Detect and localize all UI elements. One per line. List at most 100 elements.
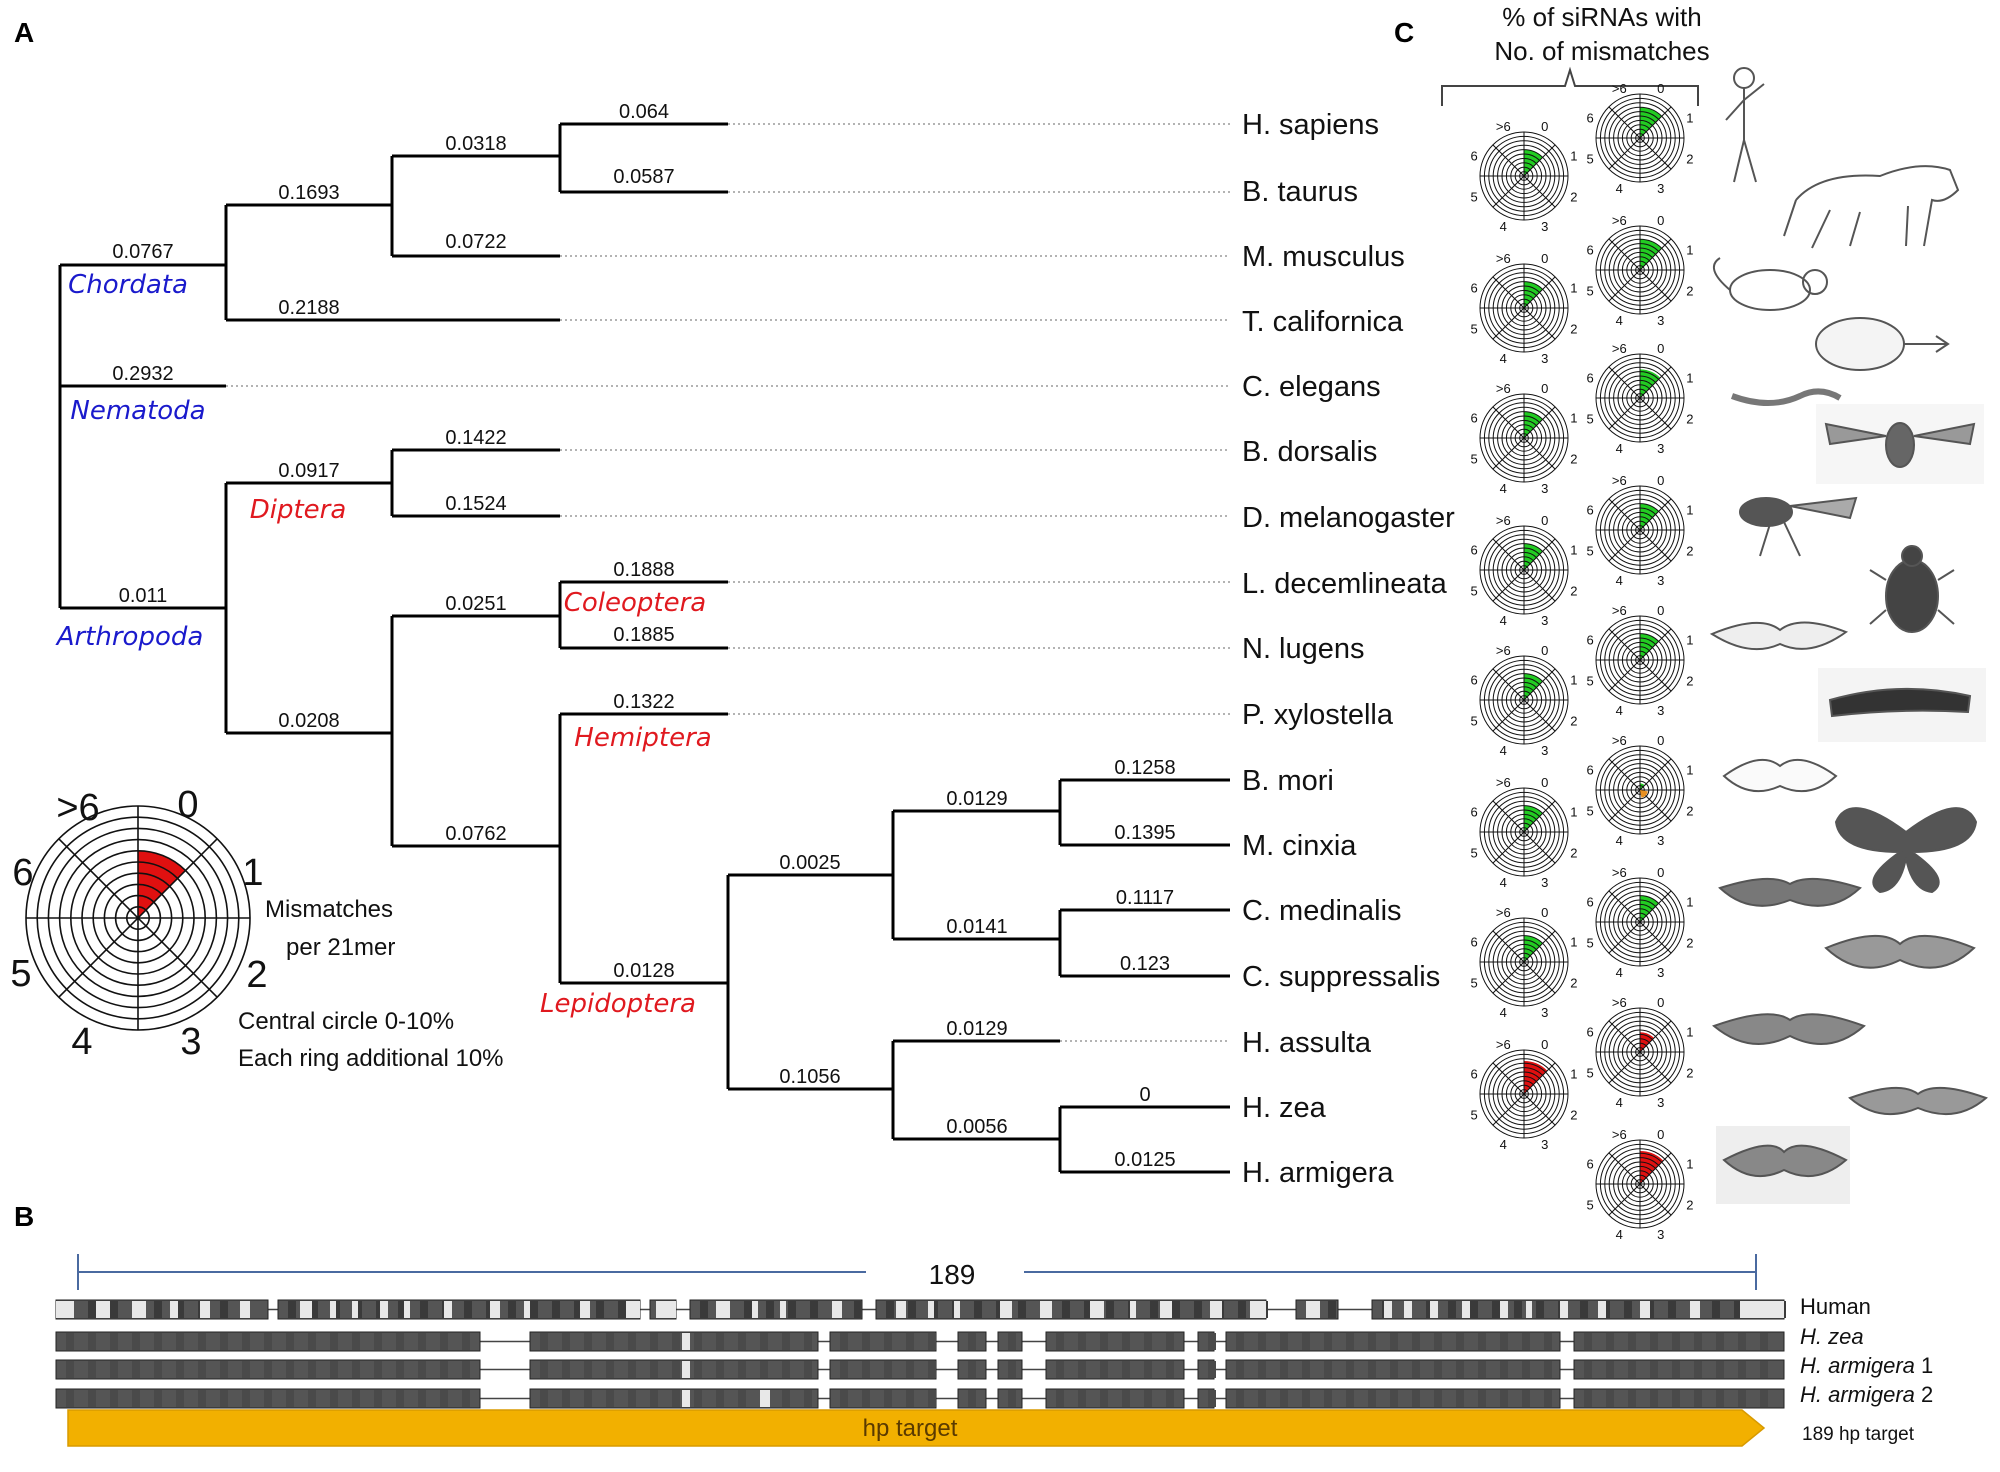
alignment-shade xyxy=(352,1333,360,1350)
alignment-mismatch xyxy=(832,1301,842,1318)
radar-right-8-label: >6 xyxy=(1612,1127,1627,1142)
alignment-shade xyxy=(1522,1333,1530,1350)
radar-left-4-radar xyxy=(1479,655,1569,745)
radar-left-6-label: >6 xyxy=(1496,905,1511,920)
sequence-alignment xyxy=(55,1299,1786,1409)
legend-label-0: 0 xyxy=(177,784,198,826)
alignment-shade xyxy=(396,1361,404,1378)
alignment-shade xyxy=(508,1301,516,1318)
alignment-mismatch xyxy=(656,1301,676,1318)
radar-right-3-wedge-0 xyxy=(1640,503,1659,530)
radar-left-3-label: 2 xyxy=(1570,584,1577,599)
alignment-shade xyxy=(840,1390,848,1407)
radar-right-7-label: 1 xyxy=(1686,1024,1693,1039)
radar-right-3-label: >6 xyxy=(1612,473,1627,488)
legend-wedge-0 xyxy=(138,850,186,918)
taxon-label: L. decemlineata xyxy=(1242,568,1448,600)
alignment-mismatch xyxy=(928,1301,934,1318)
alignment-mismatch xyxy=(1404,1301,1412,1318)
legend-radar xyxy=(25,805,251,1031)
alignment-mismatch xyxy=(682,1361,690,1378)
radar-right-4-label: 6 xyxy=(1586,632,1593,647)
radar-left-2-wedge-0 xyxy=(1524,411,1543,438)
alignment-shade xyxy=(1628,1390,1636,1407)
alignment-shade xyxy=(1236,1333,1244,1350)
legend-label-5: 5 xyxy=(10,953,31,995)
alignment-shade xyxy=(1672,1333,1680,1350)
alignment-shade xyxy=(650,1361,658,1378)
phylogenetic-tree xyxy=(58,122,1230,1174)
alignment-shade xyxy=(1078,1390,1086,1407)
alignment-shade xyxy=(716,1333,724,1350)
radar-left-1-label: 4 xyxy=(1500,351,1507,366)
alignment-shade xyxy=(1324,1333,1332,1350)
alignment-shade xyxy=(88,1390,96,1407)
radar-right-0-radar xyxy=(1595,93,1685,183)
radar-left-5-label: 0 xyxy=(1541,775,1548,790)
taxon-label: D. melanogaster xyxy=(1242,502,1455,534)
alignment-shade xyxy=(1018,1301,1026,1318)
radar-right-2-label: >6 xyxy=(1612,341,1627,356)
alignment-shade xyxy=(66,1361,74,1378)
radar-right-2-label: 2 xyxy=(1686,412,1693,427)
alignment-shade xyxy=(782,1333,790,1350)
alignment-shade xyxy=(1258,1361,1266,1378)
radar-right-7-radar xyxy=(1595,1007,1685,1097)
radar-left-2-spoke xyxy=(1492,406,1556,470)
alignment-shade xyxy=(1100,1361,1108,1378)
alignment-mismatch xyxy=(760,1390,770,1407)
alignment-shade xyxy=(1144,1333,1152,1350)
radar-right-0-label: 3 xyxy=(1657,181,1664,196)
legend-mismatch-title: Mismatches xyxy=(265,896,393,923)
alignment-shade xyxy=(352,1361,360,1378)
alignment-mismatch xyxy=(1040,1301,1052,1318)
alignment-shade xyxy=(110,1333,118,1350)
alignment-mismatch xyxy=(1500,1301,1508,1318)
radar-left-7-label: >6 xyxy=(1496,1037,1511,1052)
radar-right-3-label: 4 xyxy=(1616,573,1623,588)
alignment-mismatch xyxy=(490,1301,500,1318)
radar-right-1-wedge-0 xyxy=(1640,239,1662,270)
legend-radar-chart xyxy=(25,805,251,1031)
radar-right-6-label: >6 xyxy=(1612,865,1627,880)
alignment-shade xyxy=(908,1301,916,1318)
row-label-harmigera1: H. armigera 1 xyxy=(1800,1353,1933,1378)
taxon-label: B. mori xyxy=(1242,765,1334,797)
radar-left-0-label: 2 xyxy=(1570,190,1577,205)
alignment-mismatch xyxy=(682,1333,690,1350)
diamondback-moth-drawing xyxy=(1818,668,1986,742)
blen-hsapiens: 0.064 xyxy=(619,101,669,123)
radar-right-1-label: 2 xyxy=(1686,284,1693,299)
alignment-shade xyxy=(1106,1301,1114,1318)
taxon-label: C. medinalis xyxy=(1242,895,1402,927)
alignment-shade xyxy=(462,1390,470,1407)
alignment-mismatch xyxy=(132,1301,146,1318)
taxon-labels: H. sapiens B. taurus M. musculus T. cali… xyxy=(1242,109,1455,1189)
alignment-shade xyxy=(1008,1361,1016,1378)
radar-left-0-label: 5 xyxy=(1470,190,1477,205)
radar-right-5-label: 1 xyxy=(1686,762,1693,777)
legend-label-3: 3 xyxy=(180,1021,201,1063)
alignment-shade xyxy=(176,1301,184,1318)
alignment-shade xyxy=(242,1390,250,1407)
radar-right-5-label: 0 xyxy=(1657,733,1664,748)
radar-left-6-label: 3 xyxy=(1541,1005,1548,1020)
taxon-label: B. taurus xyxy=(1242,176,1358,208)
alignment-shade xyxy=(66,1390,74,1407)
alignment-shade xyxy=(1078,1333,1086,1350)
radar-right-2-label: 5 xyxy=(1586,412,1593,427)
radar-left-3-wedge-0 xyxy=(1524,543,1543,570)
alignment-shade xyxy=(862,1390,870,1407)
alignment-shade xyxy=(540,1390,548,1407)
blen-harmigera: 0.0125 xyxy=(1114,1149,1175,1171)
radar-left-0-label: 3 xyxy=(1541,219,1548,234)
alignment-shade xyxy=(1008,1333,1016,1350)
radar-left-4-label: >6 xyxy=(1496,643,1511,658)
alignment-shade xyxy=(672,1390,680,1407)
alignment-mismatch xyxy=(1526,1301,1532,1318)
alignment-shade xyxy=(928,1333,936,1350)
alignment-mismatch xyxy=(1306,1301,1320,1318)
radar-right-1-radar xyxy=(1595,225,1685,315)
alignment-mismatch xyxy=(580,1301,590,1318)
